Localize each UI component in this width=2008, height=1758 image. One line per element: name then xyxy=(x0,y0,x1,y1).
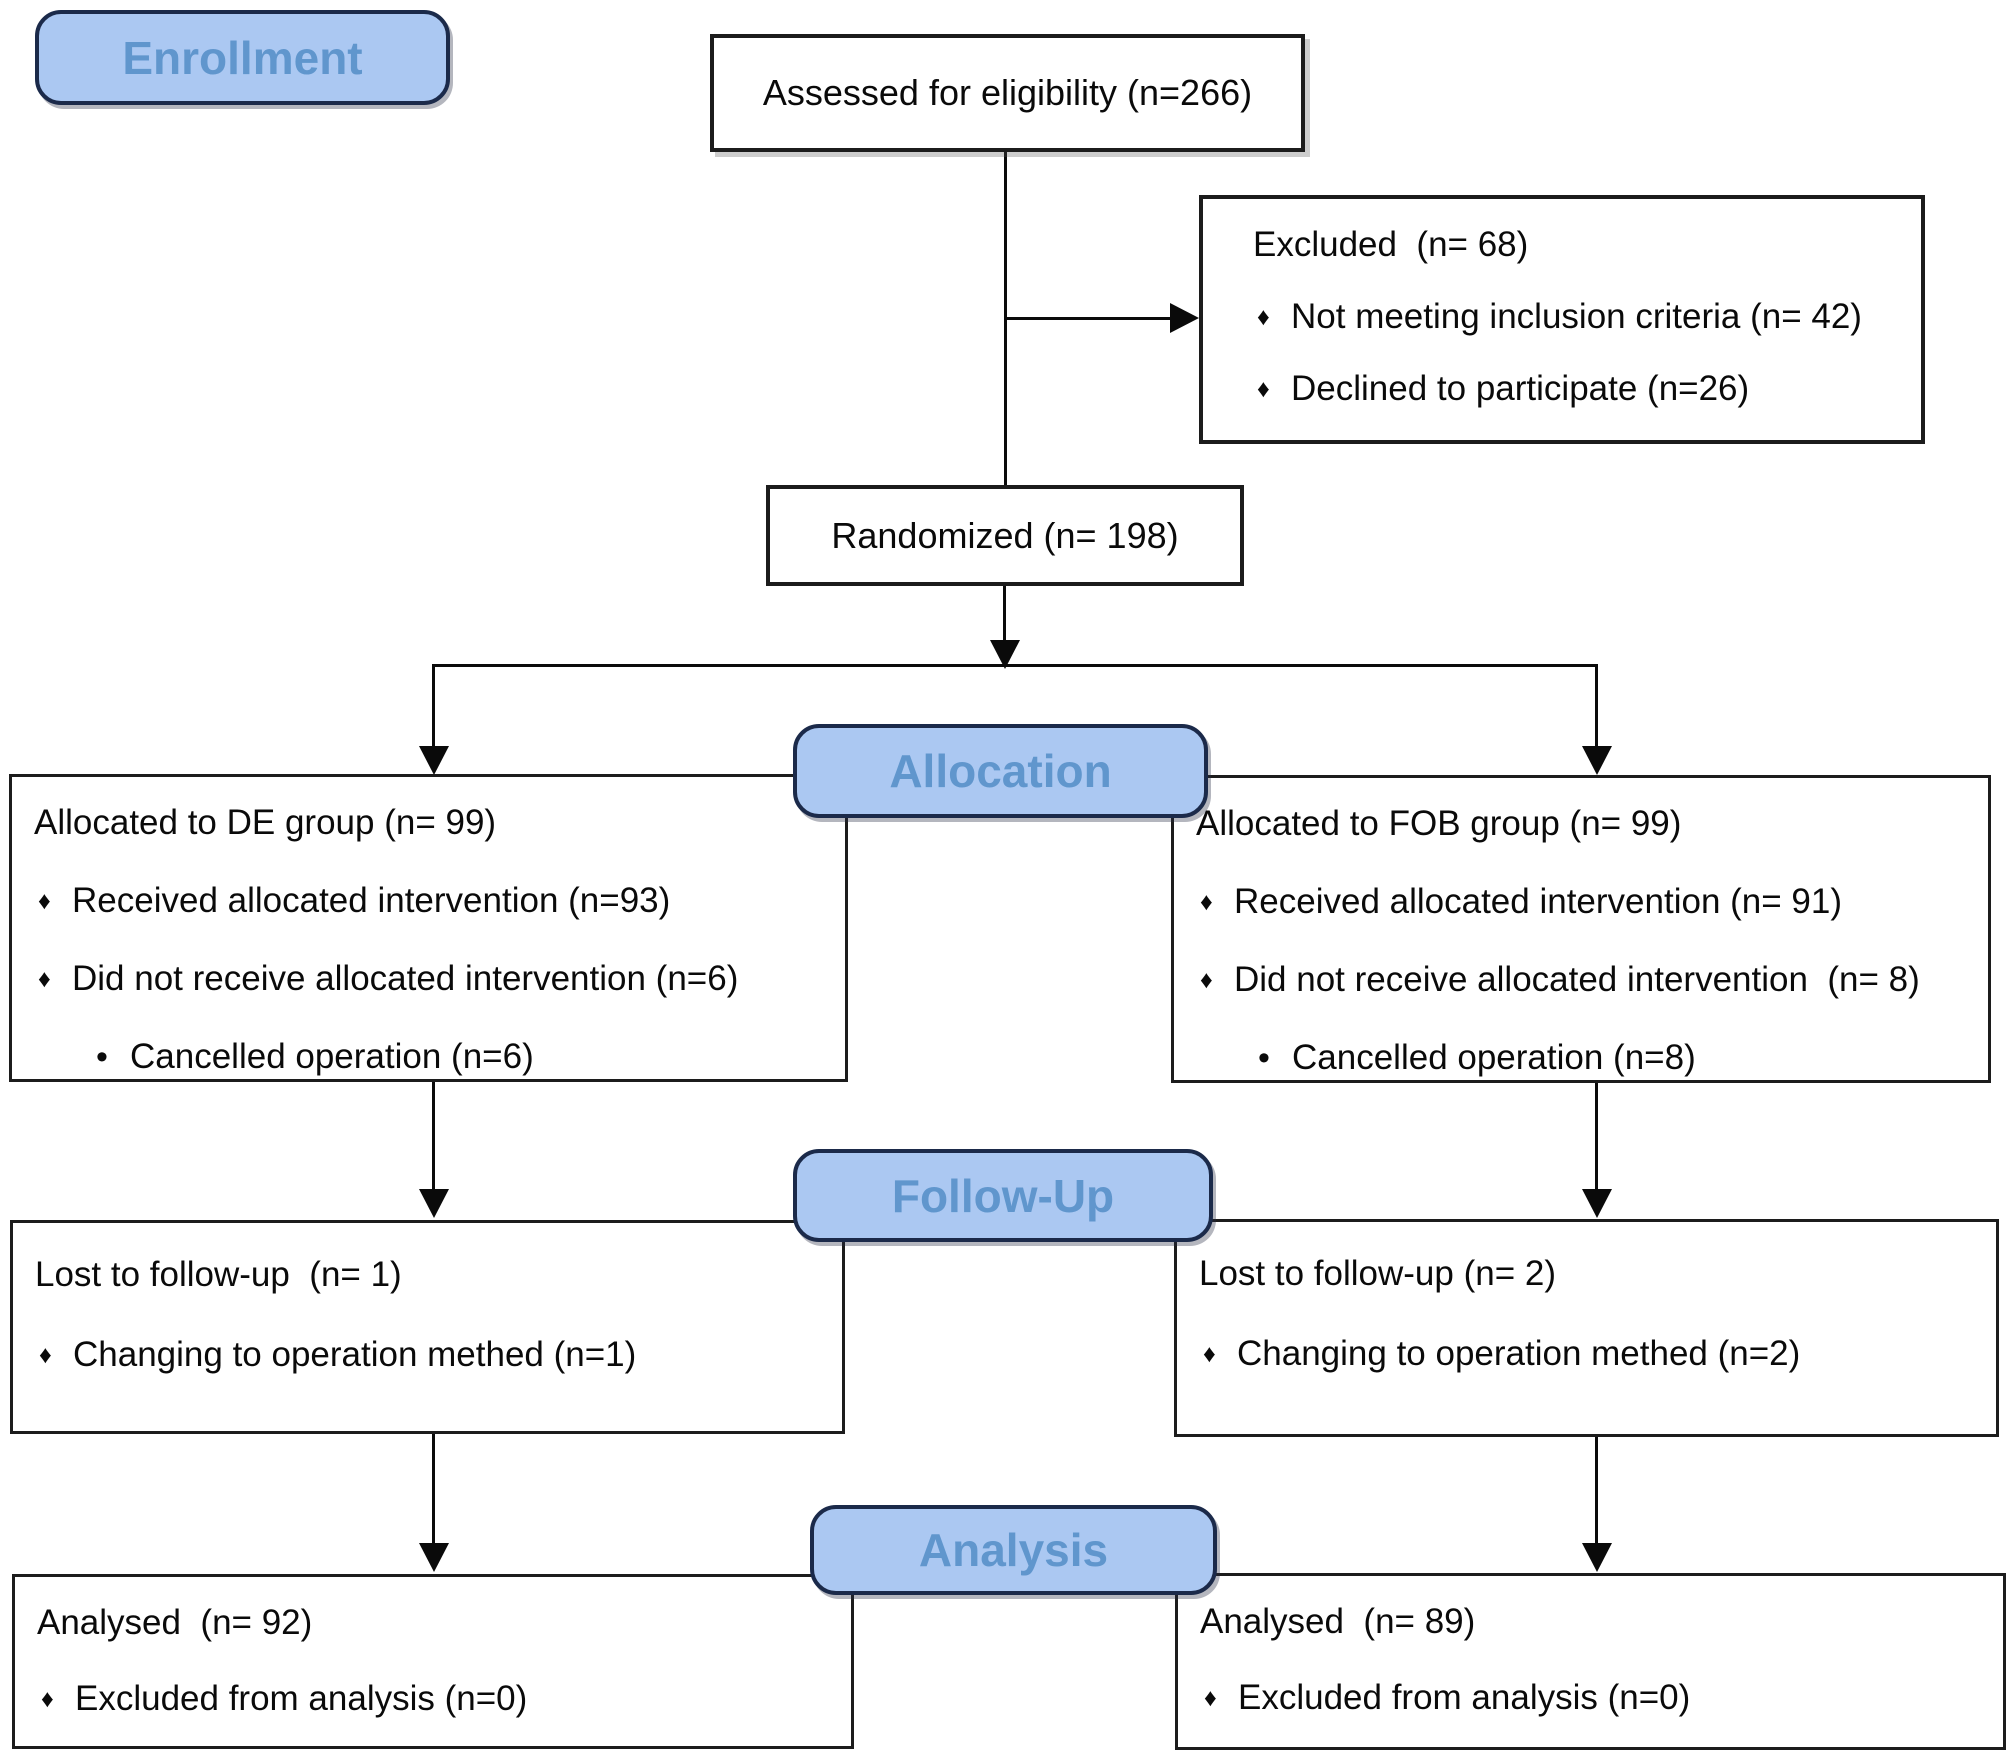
list-item: ♦ Changing to operation methed (n=2) xyxy=(1203,1334,1801,1373)
diamond-bullet-icon: ♦ xyxy=(1203,1340,1216,1368)
connector-branch-horizontal xyxy=(432,664,1598,667)
diamond-bullet-icon: ♦ xyxy=(1257,303,1270,331)
flow-box-title: Allocated to DE group (n= 99) xyxy=(34,803,497,842)
connector-alloc-to-followup-right xyxy=(1595,1083,1598,1190)
list-item: ♦ Declined to participate (n=26) xyxy=(1257,369,1750,408)
flow-box-title: Allocated to FOB group (n= 99) xyxy=(1196,804,1682,843)
list-item: • Cancelled operation (n=8) xyxy=(1258,1038,1696,1077)
diamond-bullet-icon: ♦ xyxy=(1257,375,1270,403)
list-item: ♦ Did not receive allocated intervention… xyxy=(1200,960,1920,999)
arrow-down-icon xyxy=(419,1543,449,1572)
stage-badge-allocation: Allocation xyxy=(793,724,1208,818)
diamond-bullet-icon: ♦ xyxy=(41,1685,54,1713)
followup-box-fob-group: Lost to follow-up (n= 2) ♦ Changing to o… xyxy=(1174,1219,1999,1437)
diamond-bullet-icon: ♦ xyxy=(1204,1684,1217,1712)
arrow-down-icon xyxy=(419,746,449,775)
allocation-box-fob-group: Allocated to FOB group (n= 99) ♦ Receive… xyxy=(1171,775,1991,1083)
stage-label-analysis: Analysis xyxy=(918,1524,1109,1576)
assessed-text: Assessed for eligibility (n=266) xyxy=(762,72,1253,113)
diamond-bullet-icon: ♦ xyxy=(38,965,51,993)
arrow-down-icon xyxy=(1582,1543,1612,1572)
list-item: ♦ Changing to operation methed (n=1) xyxy=(39,1335,637,1374)
dot-bullet-icon: • xyxy=(96,1038,108,1076)
list-item: ♦ Received allocated intervention (n=93) xyxy=(38,881,671,920)
connector-assessed-to-randomized xyxy=(1004,152,1007,485)
arrow-down-icon xyxy=(1582,1189,1612,1218)
connector-randomized-down xyxy=(1003,586,1006,642)
list-item: ♦ Excluded from analysis (n=0) xyxy=(41,1679,528,1718)
arrow-down-icon xyxy=(1582,746,1612,775)
list-item: ♦ Not meeting inclusion criteria (n= 42) xyxy=(1257,297,1862,336)
dot-bullet-icon: • xyxy=(1258,1039,1270,1077)
excluded-box: Excluded (n= 68) ♦ Not meeting inclusion… xyxy=(1199,195,1925,444)
analysis-box-fob-group: Analysed (n= 89) ♦ Excluded from analysi… xyxy=(1175,1573,2006,1750)
flow-box-title: Lost to follow-up (n= 2) xyxy=(1199,1254,1556,1293)
stage-badge-followup: Follow-Up xyxy=(793,1149,1213,1242)
connector-branch-left-drop xyxy=(432,664,435,747)
allocation-box-de-group: Allocated to DE group (n= 99) ♦ Received… xyxy=(9,774,848,1082)
stage-label-followup: Follow-Up xyxy=(891,1169,1115,1222)
arrow-right-icon xyxy=(1170,303,1199,333)
stage-badge-analysis: Analysis xyxy=(810,1505,1217,1595)
analysis-box-de-group: Analysed (n= 92) ♦ Excluded from analysi… xyxy=(12,1574,854,1749)
connector-followup-to-analysis-right xyxy=(1595,1437,1598,1544)
randomized-box: Randomized (n= 198) xyxy=(766,485,1244,586)
list-item: ♦ Excluded from analysis (n=0) xyxy=(1204,1678,1691,1717)
connector-to-excluded xyxy=(1006,317,1176,320)
followup-box-de-group: Lost to follow-up (n= 1) ♦ Changing to o… xyxy=(10,1220,845,1434)
connector-branch-right-drop xyxy=(1595,664,1598,747)
list-item: • Cancelled operation (n=6) xyxy=(96,1037,534,1076)
connector-alloc-to-followup-left xyxy=(432,1082,435,1190)
diamond-bullet-icon: ♦ xyxy=(38,887,51,915)
connector-followup-to-analysis-left xyxy=(432,1434,435,1544)
flow-box-title: Excluded (n= 68) xyxy=(1253,225,1529,264)
diamond-bullet-icon: ♦ xyxy=(39,1341,52,1369)
randomized-text: Randomized (n= 198) xyxy=(831,514,1179,556)
arrow-down-icon xyxy=(419,1189,449,1218)
flow-box-title: Analysed (n= 92) xyxy=(37,1603,313,1642)
list-item: ♦ Did not receive allocated intervention… xyxy=(38,959,739,998)
list-item: ♦ Received allocated intervention (n= 91… xyxy=(1200,882,1843,921)
stage-badge-enrollment: Enrollment xyxy=(35,10,450,105)
diamond-bullet-icon: ♦ xyxy=(1200,888,1213,916)
stage-label-allocation: Allocation xyxy=(889,745,1112,797)
diamond-bullet-icon: ♦ xyxy=(1200,966,1213,994)
flow-box-title: Lost to follow-up (n= 1) xyxy=(35,1255,402,1294)
stage-label-enrollment: Enrollment xyxy=(122,31,363,84)
flow-box-title: Analysed (n= 89) xyxy=(1200,1602,1476,1641)
assessed-box: Assessed for eligibility (n=266) xyxy=(710,34,1305,152)
